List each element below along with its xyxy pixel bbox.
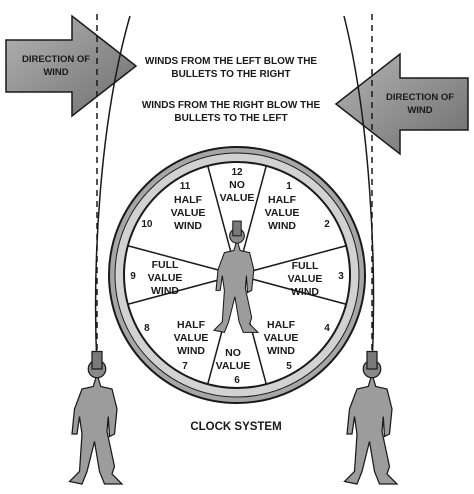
clock-number-8: 8 [144, 323, 150, 334]
left-wind-note-line2: BULLETS TO THE RIGHT [171, 69, 290, 80]
left-wind-arrow: DIRECTION OF WIND [5, 14, 138, 118]
zone-text: NO [229, 179, 245, 191]
clock-number-12: 12 [231, 167, 243, 178]
clock-number-6: 6 [234, 375, 240, 386]
zone-text: HALF [174, 194, 203, 206]
right-wind-note-line2: BULLETS TO THE LEFT [174, 113, 287, 124]
zone-text: VALUE [174, 332, 209, 344]
zone-half-value-upper-left: HALF VALUE WIND [171, 194, 206, 232]
left-arrow-label-line2: WIND [43, 67, 68, 78]
clock-divider-line [236, 245, 347, 276]
clock-number-9: 9 [130, 271, 136, 282]
zone-text: WIND [174, 220, 202, 232]
zone-text: VALUE [265, 207, 300, 219]
wind-notes: WINDS FROM THE LEFT BLOW THE BULLETS TO … [142, 56, 321, 124]
zone-text: HALF [268, 194, 297, 206]
zone-text: VALUE [264, 332, 299, 344]
right-wind-note-line1: WINDS FROM THE RIGHT BLOW THE [142, 100, 321, 111]
zone-text: WIND [268, 220, 296, 232]
left-wind-note-line1: WINDS FROM THE LEFT BLOW THE [145, 56, 318, 67]
zone-no-value-bottom: NO VALUE [216, 347, 251, 372]
left-trajectory [94, 14, 131, 369]
clock-system-caption: CLOCK SYSTEM [190, 421, 281, 433]
left-shooter-figure [68, 350, 123, 485]
zone-text: HALF [177, 319, 206, 331]
clock-number-4: 4 [324, 323, 330, 334]
zone-text: NO [225, 347, 241, 359]
zone-text: WIND [267, 345, 295, 357]
zone-text: WIND [151, 285, 179, 297]
right-arrow-label-line2: WIND [407, 105, 432, 116]
zone-no-value-top: NO VALUE [220, 179, 255, 204]
zone-half-value-lower-right: HALF VALUE WIND [264, 319, 299, 357]
clock-number-10: 10 [141, 219, 153, 230]
right-trajectory [343, 14, 375, 369]
right-wind-arrow: DIRECTION OF WIND [334, 52, 469, 156]
clock-number-7: 7 [182, 361, 188, 372]
right-shooter-figure [343, 350, 398, 485]
zone-full-value-left: FULL VALUE WIND [148, 259, 183, 297]
clock-number-3: 3 [338, 271, 344, 282]
zone-text: FULL [292, 260, 319, 272]
clock-number-5: 5 [286, 361, 292, 372]
zone-text: VALUE [148, 272, 183, 284]
zone-text: VALUE [220, 192, 255, 204]
clock-number-11: 11 [180, 181, 191, 192]
zone-text: VALUE [171, 207, 206, 219]
zone-text: WIND [177, 345, 205, 357]
zone-text: VALUE [216, 360, 251, 372]
zone-half-value-lower-left: HALF VALUE WIND [174, 319, 209, 357]
clock-number-1: 1 [286, 181, 292, 192]
zone-text: WIND [291, 286, 319, 298]
left-arrow-label-line1: DIRECTION OF [22, 54, 90, 65]
clock-divider-line [236, 274, 347, 305]
zone-half-value-upper-right: HALF VALUE WIND [265, 194, 300, 232]
clock-number-2: 2 [324, 219, 330, 230]
zone-text: VALUE [288, 273, 323, 285]
zone-full-value-right: FULL VALUE WIND [288, 260, 323, 298]
zone-text: FULL [152, 259, 179, 271]
zone-text: HALF [267, 319, 296, 331]
right-arrow-label-line1: DIRECTION OF [386, 92, 454, 103]
